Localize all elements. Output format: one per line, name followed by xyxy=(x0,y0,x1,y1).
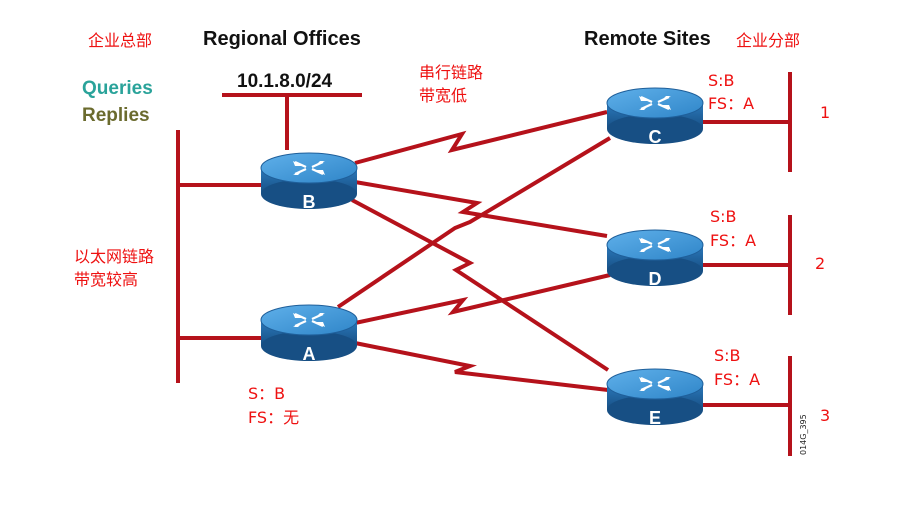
router-e[interactable] xyxy=(606,368,704,425)
regional-header: Regional Offices xyxy=(203,28,361,50)
hq-header: 企业总部 xyxy=(88,31,153,50)
serial-note-line1: 串行链路 xyxy=(419,63,484,82)
site-number-3: 3 xyxy=(820,406,831,425)
router-d-label: D xyxy=(649,269,662,289)
serial-b-e xyxy=(351,198,610,372)
router-d-feasible-successor: FS：A xyxy=(710,231,757,250)
router-a-successor: S：B xyxy=(248,384,286,403)
site-number-1: 1 xyxy=(820,103,831,122)
network-label: 10.1.8.0/24 xyxy=(237,71,333,92)
router-e-label: E xyxy=(649,408,661,428)
serial-a-c xyxy=(336,136,612,309)
ethernet-note-line1: 以太网链路 xyxy=(74,247,155,266)
serial-a-e xyxy=(354,341,609,392)
router-d-successor: S:B xyxy=(710,207,737,226)
ethernet-segments xyxy=(176,72,792,456)
router-d[interactable] xyxy=(606,229,704,286)
router-c-successor: S:B xyxy=(708,71,735,90)
serial-links xyxy=(336,110,612,392)
serial-b-c xyxy=(354,110,608,165)
serial-note-line2: 带宽低 xyxy=(419,86,468,105)
site-number-2: 2 xyxy=(815,254,826,273)
router-a[interactable] xyxy=(260,304,358,361)
router-b[interactable] xyxy=(260,152,358,209)
ethernet-note-line2: 带宽较高 xyxy=(74,270,139,289)
branch-header: 企业分部 xyxy=(736,31,801,50)
router-b-label: B xyxy=(303,192,316,212)
figure-code: 014G_395 xyxy=(799,414,808,455)
router-e-successor: S:B xyxy=(714,346,741,365)
remote-header: Remote Sites xyxy=(584,28,711,50)
legend-replies: Replies xyxy=(82,105,150,126)
serial-b-d xyxy=(354,180,608,238)
router-c-feasible-successor: FS：A xyxy=(708,94,755,113)
router-a-feasible-successor: FS：无 xyxy=(248,408,300,427)
router-c[interactable] xyxy=(606,87,704,144)
router-a-label: A xyxy=(303,344,316,364)
serial-a-d xyxy=(354,273,611,325)
legend-queries: Queries xyxy=(82,78,153,99)
router-e-feasible-successor: FS：A xyxy=(714,370,761,389)
router-c-label: C xyxy=(649,127,662,147)
